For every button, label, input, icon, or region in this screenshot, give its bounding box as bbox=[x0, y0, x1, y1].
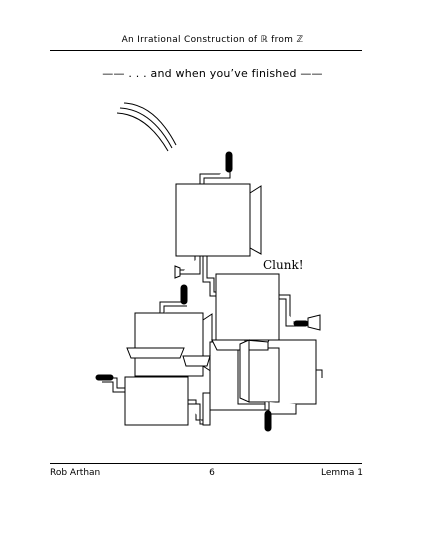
running-header: An Irrational Construction of ℝ from ℤ bbox=[121, 35, 304, 45]
clunk-label: Clunk! bbox=[263, 258, 304, 272]
header-rule bbox=[50, 50, 362, 51]
footer-author: Rob Arthan bbox=[50, 468, 101, 478]
mincing-machine-top bbox=[174, 151, 262, 279]
mincing-machine-cluster bbox=[182, 339, 323, 432]
motion-lines bbox=[116, 102, 177, 152]
footer-section: Lemma 1 bbox=[320, 468, 363, 478]
footer-rule bbox=[50, 463, 362, 464]
slide-subtitle: —— . . . and when you’ve finished —— bbox=[102, 67, 323, 80]
mincing-machine-bottom-left bbox=[95, 374, 211, 426]
mincing-machine-mid bbox=[202, 256, 321, 341]
footer-page-number: 6 bbox=[209, 468, 215, 478]
